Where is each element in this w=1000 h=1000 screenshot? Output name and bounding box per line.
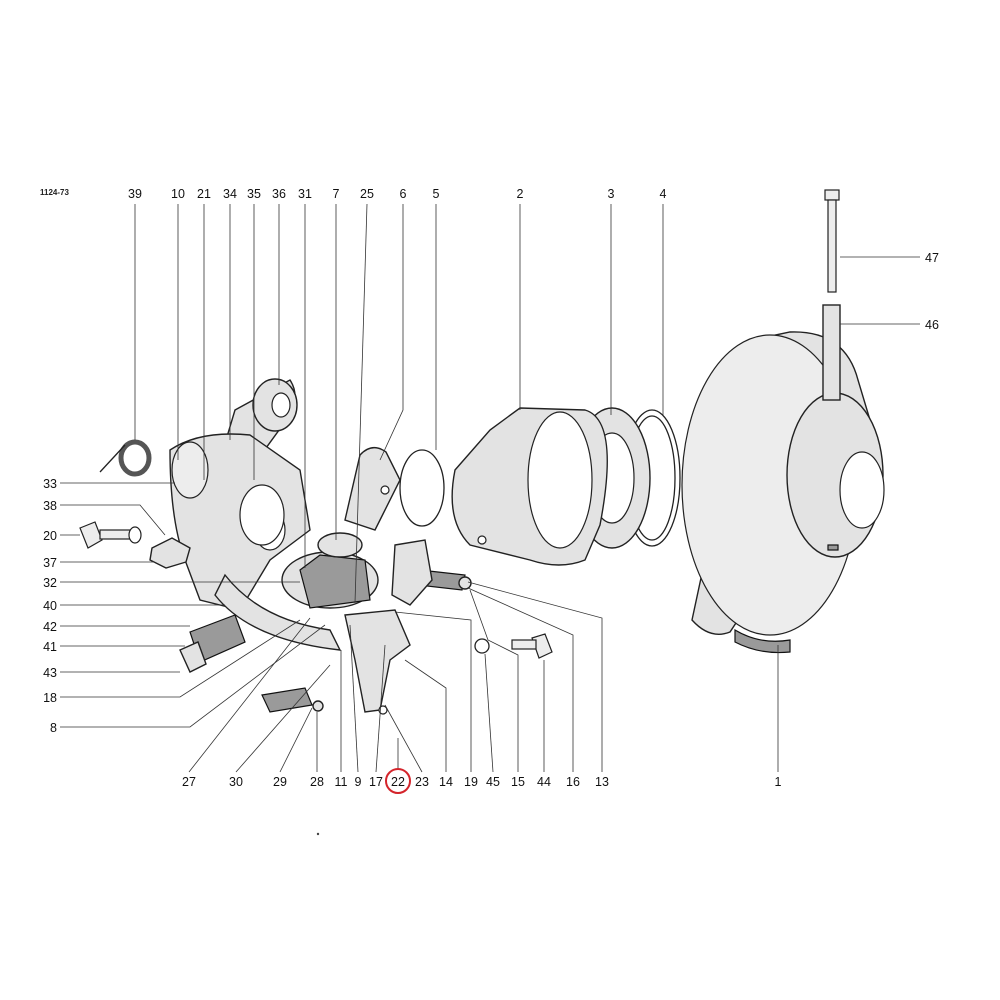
label-42: 42 xyxy=(43,620,57,634)
label-18: 18 xyxy=(43,691,57,705)
label-33: 33 xyxy=(43,477,57,491)
part-number-labels-left: 33 38 20 37 32 40 42 41 43 18 8 xyxy=(43,477,57,735)
stray-dot xyxy=(316,832,320,836)
label-5: 5 xyxy=(433,187,440,201)
part-28-29-30-clamp xyxy=(261,687,324,713)
label-6: 6 xyxy=(400,187,407,201)
label-37: 37 xyxy=(43,556,57,570)
label-23: 23 xyxy=(415,775,429,789)
label-4: 4 xyxy=(660,187,667,201)
part-7-31-gear-set xyxy=(281,532,379,609)
part-9-17-22-23-lever-fork xyxy=(344,539,433,715)
part-number-labels-bottom: 27 30 29 28 11 9 17 22 23 14 19 45 15 44… xyxy=(182,775,781,789)
part-6-lever-plate xyxy=(344,447,401,531)
part-41-43-spring-screw xyxy=(179,614,246,673)
label-22: 22 xyxy=(391,775,405,789)
label-8: 8 xyxy=(50,721,57,735)
label-21: 21 xyxy=(197,187,211,201)
label-36: 36 xyxy=(272,187,286,201)
label-2: 2 xyxy=(517,187,524,201)
label-25: 25 xyxy=(360,187,374,201)
part-number-labels: 39 10 21 34 35 36 31 7 25 6 5 2 3 4 xyxy=(128,187,666,201)
part-44-bolt xyxy=(511,633,553,659)
part-37-nut xyxy=(149,537,191,569)
label-28: 28 xyxy=(310,775,324,789)
label-31: 31 xyxy=(298,187,312,201)
label-27: 27 xyxy=(182,775,196,789)
label-35: 35 xyxy=(247,187,261,201)
label-47: 47 xyxy=(925,251,939,265)
label-32: 32 xyxy=(43,576,57,590)
label-19: 19 xyxy=(464,775,478,789)
label-34: 34 xyxy=(223,187,237,201)
part-47-long-bolt xyxy=(824,189,840,293)
label-1: 1 xyxy=(775,775,782,789)
drawing-code: 1124-73 xyxy=(40,188,69,197)
label-14: 14 xyxy=(439,775,453,789)
part-5-circlip xyxy=(399,449,445,527)
part-1-drum xyxy=(681,331,885,654)
label-17: 17 xyxy=(369,775,383,789)
part-2-housing xyxy=(451,407,608,566)
label-7: 7 xyxy=(333,187,340,201)
label-40: 40 xyxy=(43,599,57,613)
label-29: 29 xyxy=(273,775,287,789)
label-9: 9 xyxy=(355,775,362,789)
label-39: 39 xyxy=(128,187,142,201)
label-45: 45 xyxy=(486,775,500,789)
part-45-lock-washer xyxy=(474,638,490,654)
part-46-pin xyxy=(822,304,841,401)
label-41: 41 xyxy=(43,640,57,654)
label-15: 15 xyxy=(511,775,525,789)
label-13: 13 xyxy=(595,775,609,789)
highlight-circle xyxy=(385,768,411,794)
label-10: 10 xyxy=(171,187,185,201)
part-number-labels-right: 47 46 xyxy=(925,251,939,332)
label-44: 44 xyxy=(537,775,551,789)
label-20: 20 xyxy=(43,529,57,543)
label-30: 30 xyxy=(229,775,243,789)
label-3: 3 xyxy=(608,187,615,201)
label-46: 46 xyxy=(925,318,939,332)
label-11: 11 xyxy=(335,775,348,789)
part-40-42-arc-plate xyxy=(214,573,342,651)
part-39-washer xyxy=(99,439,152,477)
label-43: 43 xyxy=(43,666,57,680)
label-38: 38 xyxy=(43,499,57,513)
label-16: 16 xyxy=(566,775,580,789)
part-33-main-carrier xyxy=(169,433,311,611)
leader-lines xyxy=(60,203,920,773)
part-20-bolt xyxy=(79,521,142,549)
